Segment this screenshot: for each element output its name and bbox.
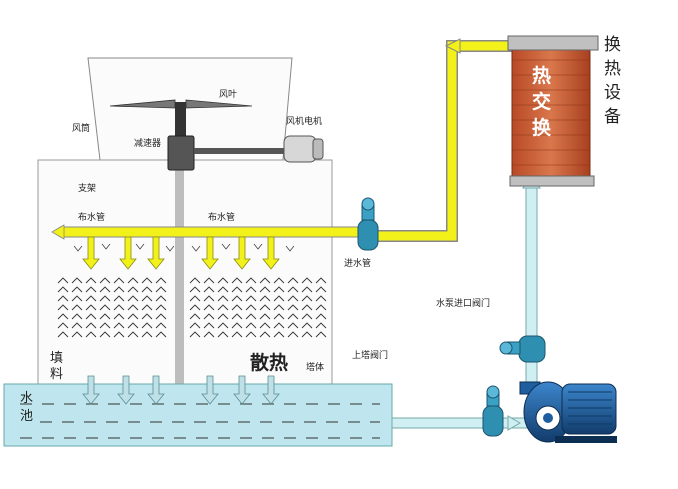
pump-inlet-valve [499, 335, 546, 363]
label-fan-motor: 风机电机 [286, 115, 322, 127]
label-reducer: 减速器 [134, 137, 161, 149]
label-tower-body: 塔体 [306, 361, 324, 373]
water-pump [519, 381, 617, 443]
fill-left [57, 277, 167, 338]
hot-water-pipe [364, 40, 515, 242]
label-pool-1: 水 [20, 391, 33, 406]
label-pool-2: 池 [20, 409, 33, 424]
label-distribution-pipe-left: 布水管 [78, 211, 105, 223]
falling-water-arrows [82, 375, 280, 405]
spray-marks [73, 243, 295, 252]
inlet-valve [357, 197, 379, 251]
label-hx-equipment-1: 换 [604, 35, 621, 55]
label-pump-inlet-valve: 水泵进口阀门 [436, 297, 490, 309]
label-heat-exchanger-2: 交 [532, 90, 551, 113]
fan-hub [175, 102, 186, 138]
reducer-box [167, 135, 195, 171]
suction-arrow [507, 415, 521, 431]
label-fill-2: 料 [50, 367, 63, 382]
label-hx-equipment-4: 备 [604, 107, 621, 127]
label-inlet-pipe: 进水管 [344, 257, 371, 269]
tower-valve [482, 385, 504, 437]
fill-right [189, 277, 327, 338]
spray-arrows [82, 236, 280, 270]
distribution-pipe [59, 226, 365, 238]
central-shaft [175, 170, 184, 384]
heat-exchanger [507, 35, 599, 187]
fan-blade-left [109, 99, 176, 109]
label-hx-equipment-2: 热 [604, 59, 621, 79]
water-pool [3, 383, 393, 447]
distribution-arrow [51, 224, 65, 240]
label-heat-dissipation: 散热 [250, 351, 288, 374]
motor-shaft [194, 148, 286, 154]
fan-blade-right [185, 99, 253, 109]
hot-water-arrow [444, 38, 461, 54]
tower-body [37, 159, 333, 387]
label-heat-exchanger-1: 热 [532, 64, 551, 87]
label-tower-valve: 上塔阀门 [352, 349, 388, 361]
label-heat-exchanger-3: 换 [532, 116, 552, 139]
pool-water-lines [20, 403, 380, 439]
label-fan-duct: 风筒 [72, 122, 90, 134]
fan-motor [283, 135, 317, 163]
label-fan-blade: 风叶 [219, 89, 237, 100]
label-distribution-pipe-right: 布水管 [208, 211, 235, 223]
label-fill-1: 填 [50, 351, 63, 366]
label-hx-equipment-3: 设 [604, 83, 621, 103]
label-bracket: 支架 [78, 182, 96, 194]
fan-motor-end [312, 138, 324, 160]
